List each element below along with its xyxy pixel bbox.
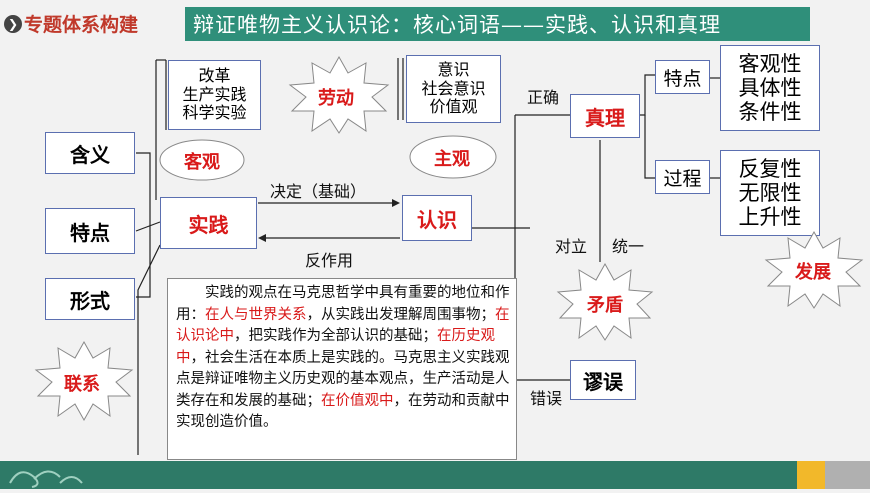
left-bracket-line [136, 152, 151, 298]
truth-features-node: 特点 [655, 60, 710, 94]
objective-label: 客观 [184, 152, 220, 173]
truth-process-item: 上升性 [738, 205, 802, 230]
truth-process-label: 过程 [663, 167, 702, 190]
consciousness-item: 意识 [437, 60, 470, 80]
labor-burst [288, 55, 390, 134]
para-text: ，把实践作为全部认识的基础； [234, 328, 437, 344]
contradiction-label: 矛盾 [587, 295, 623, 316]
opposition-label: 对立 [555, 237, 588, 256]
node-meaning-label: 含义 [70, 142, 110, 167]
consciousness-item: 价值观 [429, 97, 478, 117]
form-item: 科学实验 [182, 103, 247, 123]
section-label-text: 专题体系构建 [24, 14, 139, 36]
page-title: 辩证唯物主义认识论：核心词语——实践、认识和真理 [185, 7, 810, 41]
subjective-label: 主观 [434, 149, 470, 170]
truth-feature-item: 条件性 [738, 100, 802, 125]
para-highlight: 在认识论中 [176, 306, 510, 345]
truth-process-node: 过程 [655, 160, 710, 194]
truth-process-box: 反复性 无限性 上升性 [720, 150, 820, 236]
bottom-band [0, 461, 800, 489]
truth-feature-item: 具体性 [738, 75, 802, 100]
truth-features-box: 客观性 具体性 条件性 [720, 45, 820, 131]
truth-process-item: 反复性 [738, 156, 802, 181]
truth-features-label: 特点 [663, 67, 702, 90]
development-label: 发展 [795, 262, 831, 283]
connection-burst [34, 340, 134, 422]
node-features: 特点 [45, 208, 135, 254]
practice-node: 实践 [160, 197, 257, 249]
chevron-right-icon: ❯ [4, 14, 22, 33]
truth-branch-line [640, 74, 655, 116]
form-item: 生产实践 [182, 84, 247, 104]
subjective-oval [409, 135, 497, 179]
unity-label: 统一 [612, 237, 645, 256]
reacts-label: 反作用 [305, 251, 354, 270]
connection-label: 联系 [64, 374, 100, 395]
truth-label: 真理 [585, 105, 625, 130]
para-highlight: 在历史观中 [176, 328, 495, 366]
error-label: 谬误 [583, 369, 623, 394]
cognition-label: 认识 [417, 207, 457, 232]
correct-label: 正确 [527, 88, 560, 107]
practice-forms-box: 改革 生产实践 科学实验 [168, 60, 261, 130]
practice-bracket-line [137, 244, 161, 455]
contradiction-burst [556, 262, 654, 341]
consciousness-item: 社会意识 [421, 78, 486, 98]
practice-label: 实践 [188, 212, 229, 237]
practice-paragraph: 实践的观点在马克思哲学中具有重要的地位和作用：在人与世界关系，从实践出发理解周围… [167, 278, 517, 460]
node-forms: 形式 [45, 278, 135, 320]
node-meaning: 含义 [45, 132, 135, 174]
para-highlight: 在价值观中 [321, 392, 394, 409]
corner-block-yellow [797, 461, 825, 489]
cognition-node: 认识 [402, 195, 472, 241]
section-label: ❯ 专题体系构建 [4, 10, 138, 37]
truth-node: 真理 [570, 94, 640, 138]
para-text: ，在劳动和贡献中实现创造价值。 [176, 392, 510, 431]
para-text: ，从实践出发理解周围事物； [306, 306, 496, 323]
error-node: 谬误 [570, 360, 636, 400]
para-text: 实践的观点在马克思哲学中具有重要的地位和作用： [176, 285, 510, 323]
wrong-label: 错误 [530, 389, 563, 408]
development-burst [764, 230, 864, 309]
decides-label: 决定（基础） [270, 182, 367, 201]
node-forms-label: 形式 [70, 288, 110, 313]
para-text: ，社会生活在本质上是实践的。马克思主义实践观点是辩证唯物主义历史观的基本观点，生… [176, 349, 510, 409]
corner-block-gray [825, 461, 870, 489]
labor-label: 劳动 [318, 88, 354, 109]
consciousness-box: 意识 社会意识 价值观 [406, 55, 501, 123]
objective-oval [159, 139, 245, 181]
left-bracket-line [135, 221, 161, 232]
node-features-label: 特点 [70, 220, 110, 245]
truth-feature-item: 客观性 [738, 51, 802, 76]
truth-process-item: 无限性 [738, 180, 802, 205]
form-item: 改革 [198, 66, 231, 86]
para-highlight: 在人与世界关系 [205, 306, 307, 323]
cloud-pattern-icon [9, 470, 83, 488]
